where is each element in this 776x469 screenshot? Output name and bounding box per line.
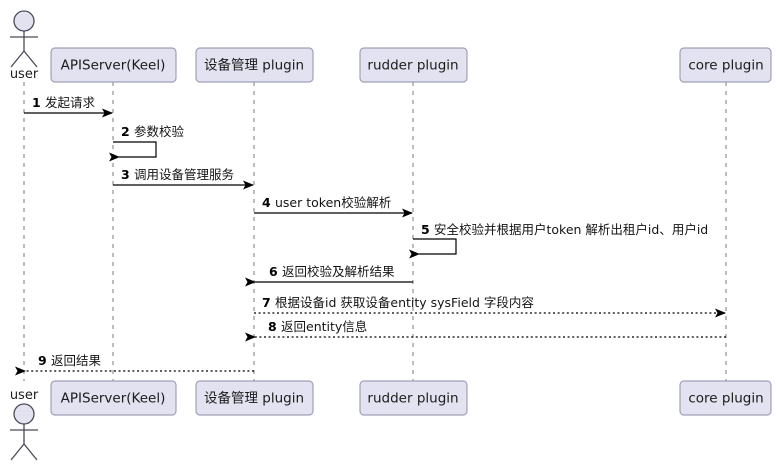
participant-label-apiserver: APIServer(Keel) <box>61 58 166 74</box>
message-label-9: 返回结果 <box>51 353 102 368</box>
participant-core-bottom[interactable]: core plugin <box>679 380 772 416</box>
participant-label-device: 设备管理 plugin <box>204 390 304 407</box>
participant-rudder-top[interactable]: rudder plugin <box>359 47 468 83</box>
actor-leg-right <box>23 50 38 68</box>
message-seq-8: 8 <box>268 319 277 334</box>
participant-box-apiserver[interactable] <box>50 380 177 416</box>
participant-box-rudder[interactable] <box>359 380 468 416</box>
message-seq-1: 1 <box>32 95 41 110</box>
message-seq-4: 4 <box>262 195 271 210</box>
actors-group: user user <box>10 10 39 461</box>
participant-label-apiserver: APIServer(Keel) <box>61 391 166 407</box>
message-label-4: user token校验解析 <box>275 195 391 210</box>
participant-box-apiserver[interactable] <box>50 47 177 83</box>
actor-label-user: user <box>10 67 39 82</box>
messages-group: 1 发起请求 2 参数校验 3 调用设备管理服务 4 user token校验解析 5 安全校验并… <box>14 95 726 376</box>
participant-box-rudder[interactable] <box>359 47 468 83</box>
message-1[interactable]: 1 发起请求 <box>24 95 113 118</box>
participant-box-core[interactable] <box>679 380 772 416</box>
message-label-7: 根据设备id 获取设备entity sysField 字段内容 <box>275 295 534 310</box>
participant-boxes-group: APIServer(Keel) APIServer(Keel) 设备管理 plugi… <box>50 47 772 416</box>
message-seq-5: 5 <box>421 222 430 237</box>
actor-user-top[interactable]: user <box>10 10 39 82</box>
message-seq-3: 3 <box>121 167 130 182</box>
participant-label-device: 设备管理 plugin <box>204 57 304 74</box>
message-label-1: 发起请求 <box>45 95 96 110</box>
participant-core-top[interactable]: core plugin <box>679 47 772 83</box>
message-label-3: 调用设备管理服务 <box>134 167 234 182</box>
participant-device-top[interactable]: 设备管理 plugin <box>195 47 314 83</box>
message-4[interactable]: 4 user token校验解析 <box>254 195 413 218</box>
message-seq-6: 6 <box>269 264 278 279</box>
message-label-8: 返回entity信息 <box>281 319 367 334</box>
message-label-2: 参数校验 <box>134 124 185 139</box>
actor-user-bottom[interactable]: user <box>10 388 39 461</box>
actor-leg-right <box>23 443 38 461</box>
actor-leg-left <box>10 50 25 68</box>
participant-box-core[interactable] <box>679 47 772 83</box>
actor-label-user: user <box>10 388 39 403</box>
participant-apiserver-bottom[interactable]: APIServer(Keel) <box>50 380 177 416</box>
participant-label-rudder: rudder plugin <box>367 391 458 407</box>
participant-label-rudder: rudder plugin <box>367 58 458 74</box>
message-seq-7: 7 <box>262 295 271 310</box>
message-5[interactable]: 5 安全校验并根据用户token 解析出租户id、用户id <box>409 222 708 259</box>
participant-label-core: core plugin <box>688 58 763 74</box>
message-6[interactable]: 6 返回校验及解析结果 <box>245 264 413 287</box>
participant-device-bottom[interactable]: 设备管理 plugin <box>195 380 314 416</box>
message-7[interactable]: 7 根据设备id 获取设备entity sysField 字段内容 <box>254 295 726 318</box>
message-label-5: 安全校验并根据用户token 解析出租户id、用户id <box>434 222 708 237</box>
message-selfloop-path-5 <box>409 238 457 259</box>
actor-head-icon <box>13 403 35 425</box>
participant-rudder-bottom[interactable]: rudder plugin <box>359 380 468 416</box>
actor-head-icon <box>13 10 35 32</box>
participant-box-device[interactable] <box>195 380 314 416</box>
message-seq-2: 2 <box>121 124 130 139</box>
message-label-6: 返回校验及解析结果 <box>282 264 395 279</box>
message-3[interactable]: 3 调用设备管理服务 <box>113 167 254 190</box>
message-2[interactable]: 2 参数校验 <box>109 124 185 162</box>
participant-label-core: core plugin <box>688 391 763 407</box>
message-9[interactable]: 9 返回结果 <box>14 353 254 376</box>
actor-leg-left <box>10 443 25 461</box>
message-8[interactable]: 8 返回entity信息 <box>245 319 726 342</box>
participant-box-device[interactable] <box>195 47 314 83</box>
message-seq-9: 9 <box>38 353 47 368</box>
message-selfloop-path-2 <box>109 141 157 162</box>
participant-apiserver-top[interactable]: APIServer(Keel) <box>50 47 177 83</box>
